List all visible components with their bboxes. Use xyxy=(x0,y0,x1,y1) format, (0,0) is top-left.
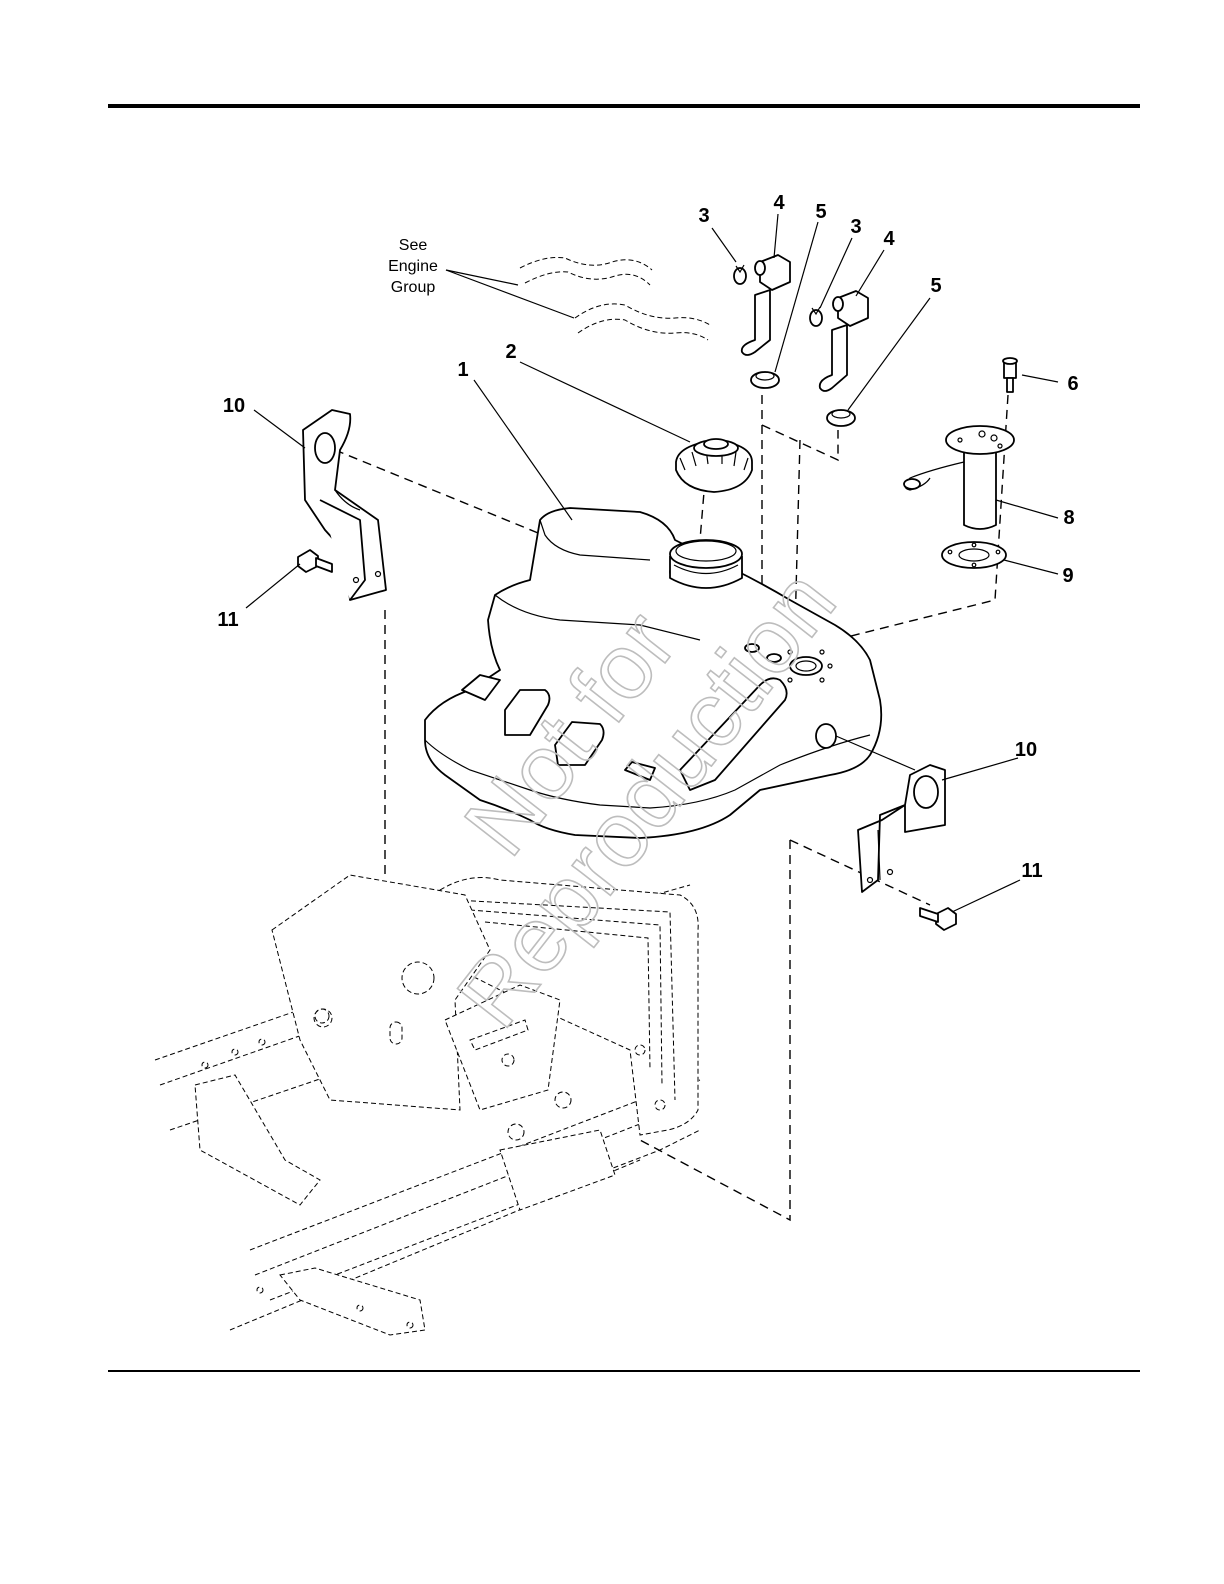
grommet-right xyxy=(827,410,855,426)
bolt-right xyxy=(920,908,956,930)
hose-clamp-left xyxy=(734,265,746,284)
callout-4-right: 4 xyxy=(883,228,895,250)
callout-10-right: 10 xyxy=(1015,739,1037,761)
callout-10-left: 10 xyxy=(223,395,245,417)
fuel-sender xyxy=(904,426,1014,529)
elbow-fitting-right xyxy=(820,291,868,391)
bolt-left xyxy=(298,550,332,572)
note-line-2: Engine xyxy=(388,258,438,275)
callout-5-right: 5 xyxy=(930,275,941,297)
mounting-bracket-right xyxy=(858,765,945,892)
chassis-frame-phantom xyxy=(155,875,700,1335)
grommet-left xyxy=(751,372,779,388)
gasket xyxy=(942,542,1006,568)
callout-1: 1 xyxy=(457,359,468,381)
mounting-bracket-left xyxy=(303,410,386,600)
see-engine-group-note: See Engine Group xyxy=(388,237,438,296)
callout-3-right: 3 xyxy=(850,216,861,238)
callout-9: 9 xyxy=(1062,565,1073,587)
callout-8: 8 xyxy=(1063,507,1074,529)
callout-4-left: 4 xyxy=(773,192,785,214)
fuel-cap xyxy=(676,439,752,492)
callout-5-left: 5 xyxy=(815,201,826,223)
note-line-3: Group xyxy=(391,279,436,296)
note-line-1: See xyxy=(399,237,428,254)
callout-6: 6 xyxy=(1067,373,1078,395)
engine-hoses-phantom xyxy=(520,257,710,340)
callout-11-left: 11 xyxy=(217,609,238,631)
elbow-fitting-left xyxy=(742,255,790,355)
callout-2: 2 xyxy=(505,341,516,363)
screw xyxy=(1003,358,1017,392)
callout-11-right: 11 xyxy=(1021,860,1042,882)
callout-3-left: 3 xyxy=(698,205,709,227)
hose-clamp-right xyxy=(810,307,822,326)
